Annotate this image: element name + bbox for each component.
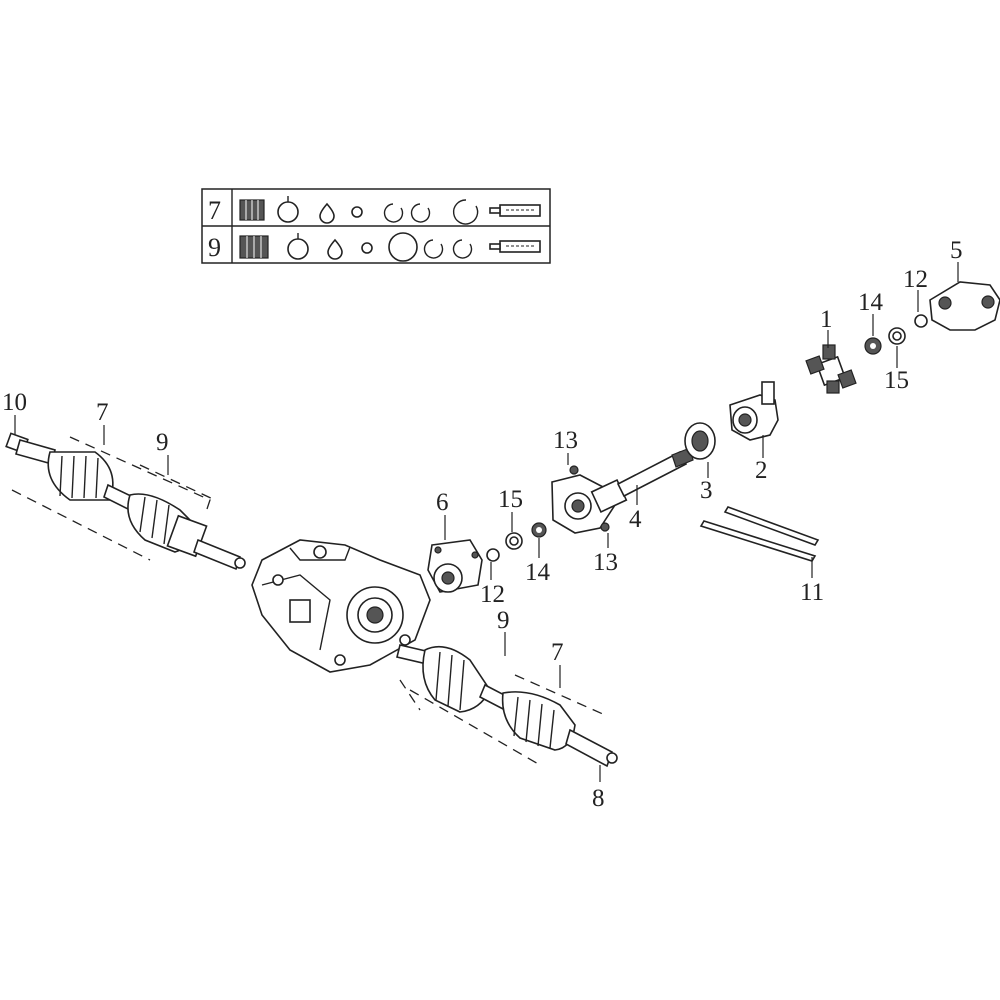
drop-ring-icon: [327, 238, 343, 260]
kit-row-9-number: 9: [208, 233, 221, 262]
left-half-shaft: [5, 432, 246, 571]
clamp-ring-icon: [277, 196, 299, 223]
large-ring-icon: [388, 232, 418, 262]
c-clip-icon: [383, 203, 404, 223]
drop-ring-icon: [319, 202, 335, 224]
nut-14-right: [864, 337, 882, 355]
front-differential-housing: [251, 539, 431, 673]
c-clip-icon: [423, 239, 444, 259]
bolt-13-a: [569, 465, 579, 475]
bolt-13-b: [600, 522, 610, 532]
callout-3: 3: [700, 477, 713, 504]
callout-13-bottom: 13: [593, 549, 618, 576]
callout-4: 4: [629, 506, 642, 533]
cable-rods: [699, 506, 820, 562]
callout-9-left: 9: [156, 429, 169, 456]
leader-lines: [14, 262, 959, 782]
output-flange: [427, 539, 483, 593]
small-ring-icon: [351, 206, 363, 218]
flange-yoke: [929, 281, 1000, 331]
callout-10: 10: [2, 389, 27, 416]
slip-yoke: [729, 381, 779, 441]
callout-5: 5: [950, 237, 963, 264]
outer-cv-boot: [47, 451, 114, 501]
callout-7-right: 7: [551, 639, 564, 666]
callout-2: 2: [755, 457, 768, 484]
callout-12-left: 12: [480, 581, 505, 608]
callout-14-right: 14: [858, 289, 884, 316]
nut-14-left: [531, 522, 547, 538]
callout-11: 11: [800, 579, 824, 606]
callout-8: 8: [592, 785, 605, 812]
kit-row-7-items: [239, 196, 541, 225]
small-ring-icon: [361, 242, 373, 254]
center-bearing: [684, 422, 716, 460]
callout-14-left: 14: [525, 559, 551, 586]
washer-15-right-inner: [892, 331, 902, 341]
callout-6: 6: [436, 489, 449, 516]
boot-kit-icon: [239, 235, 269, 259]
intermediate-shaft: [551, 447, 694, 534]
universal-joint: [805, 344, 857, 394]
grease-tube-icon: [489, 240, 541, 253]
boot-kit-icon: [239, 199, 265, 221]
clamp-ring-icon: [287, 233, 309, 260]
callout-15-right: 15: [884, 367, 909, 394]
callout-numbers: 10 7 9 6 12 15 14 13 13 4 3 2 1 14 15 12…: [2, 237, 963, 812]
washer-12-right: [914, 314, 928, 328]
washer-12-left: [486, 548, 500, 562]
c-clip-icon: [410, 203, 431, 223]
callout-13-top: 13: [553, 427, 578, 454]
kit-table: 7 9: [201, 188, 551, 264]
callout-7-left: 7: [96, 399, 109, 426]
inner-cv-boot-right: [422, 645, 491, 713]
washer-15-left-inner: [509, 536, 519, 546]
callout-15-left: 15: [498, 486, 523, 513]
callout-9-right: 9: [497, 607, 510, 634]
right-half-shaft: [396, 644, 618, 768]
callout-12-right: 12: [903, 266, 928, 293]
kit-row-9-items: [239, 232, 541, 262]
snap-ring-icon: [452, 199, 479, 225]
callout-1: 1: [820, 306, 833, 333]
kit-row-7-number: 7: [208, 196, 221, 225]
grease-tube-icon: [489, 204, 541, 217]
c-clip-icon: [452, 239, 473, 259]
